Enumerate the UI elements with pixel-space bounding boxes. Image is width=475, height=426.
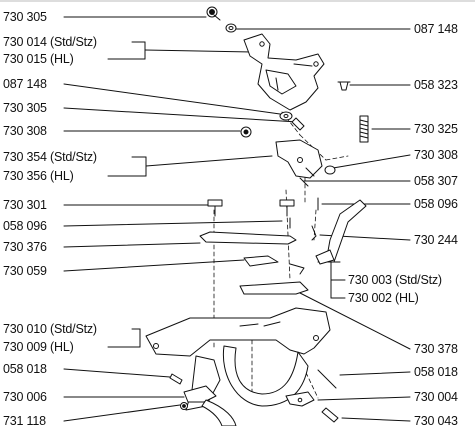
leader-lines-right bbox=[235, 28, 411, 422]
label-730009: 730 009 (HL) bbox=[3, 340, 74, 354]
label-058323: 058 323 bbox=[414, 78, 458, 92]
screw-058323 bbox=[337, 81, 351, 91]
trigger-730006 bbox=[183, 385, 237, 426]
label-730308-left: 730 308 bbox=[3, 124, 47, 138]
label-730014: 730 014 (Std/Stz) bbox=[3, 35, 97, 49]
nut-730308-left bbox=[240, 126, 252, 138]
nut-730308-right bbox=[324, 165, 336, 175]
label-730308-right: 730 308 bbox=[414, 148, 458, 162]
pin-058307 bbox=[299, 177, 309, 187]
screw-730305-top bbox=[206, 6, 221, 21]
label-730059: 730 059 bbox=[3, 264, 47, 278]
label-730354: 730 354 (Std/Stz) bbox=[3, 150, 97, 164]
label-087148-left: 087 148 bbox=[3, 77, 47, 91]
screw-730301-a bbox=[207, 199, 223, 217]
bar-730059 bbox=[243, 255, 279, 267]
label-730004: 730 004 bbox=[414, 390, 458, 404]
label-058018-right: 058 018 bbox=[414, 365, 458, 379]
bar-730376 bbox=[199, 231, 297, 245]
label-058307: 058 307 bbox=[414, 174, 458, 188]
label-730378: 730 378 bbox=[414, 342, 458, 356]
label-730305-top: 730 305 bbox=[3, 10, 47, 24]
screw-731118 bbox=[180, 402, 188, 410]
pin-058018-left bbox=[169, 373, 183, 385]
label-058096-right: 058 096 bbox=[414, 197, 458, 211]
label-730325: 730 325 bbox=[414, 122, 458, 136]
label-058018-left: 058 018 bbox=[3, 362, 47, 376]
label-730003: 730 003 (Std/Stz) bbox=[348, 273, 442, 287]
label-087148-right: 087 148 bbox=[414, 22, 458, 36]
label-730002: 730 002 (HL) bbox=[348, 291, 419, 305]
label-730010: 730 010 (Std/Stz) bbox=[3, 322, 97, 336]
label-730356: 730 356 (HL) bbox=[3, 169, 74, 183]
label-730376: 730 376 bbox=[3, 240, 47, 254]
label-058096-left: 058 096 bbox=[3, 219, 47, 233]
label-730244: 730 244 bbox=[414, 233, 458, 247]
screw-730305-mid bbox=[291, 117, 305, 131]
sear-730354 bbox=[275, 139, 323, 179]
label-730006: 730 006 bbox=[3, 390, 47, 404]
screw-730301-b bbox=[279, 199, 295, 217]
label-730305-mid: 730 305 bbox=[3, 101, 47, 115]
label-730015: 730 015 (HL) bbox=[3, 52, 74, 66]
part-730004 bbox=[285, 391, 315, 407]
washer-087148-top bbox=[225, 23, 237, 33]
frame-730010 bbox=[145, 307, 331, 411]
leader-lines-left bbox=[63, 16, 299, 422]
lever-730244 bbox=[311, 199, 367, 265]
pin-058018-right bbox=[317, 369, 337, 389]
spring-730325 bbox=[359, 115, 369, 143]
housing-730014 bbox=[243, 33, 325, 111]
slide-730378 bbox=[239, 263, 309, 295]
pin-058096 bbox=[289, 197, 319, 229]
label-730043: 730 043 bbox=[414, 414, 458, 426]
label-731118: 731 118 bbox=[3, 414, 46, 426]
spring-730043 bbox=[321, 407, 339, 423]
label-730301: 730 301 bbox=[3, 198, 47, 212]
washer-087148-mid bbox=[279, 111, 293, 121]
